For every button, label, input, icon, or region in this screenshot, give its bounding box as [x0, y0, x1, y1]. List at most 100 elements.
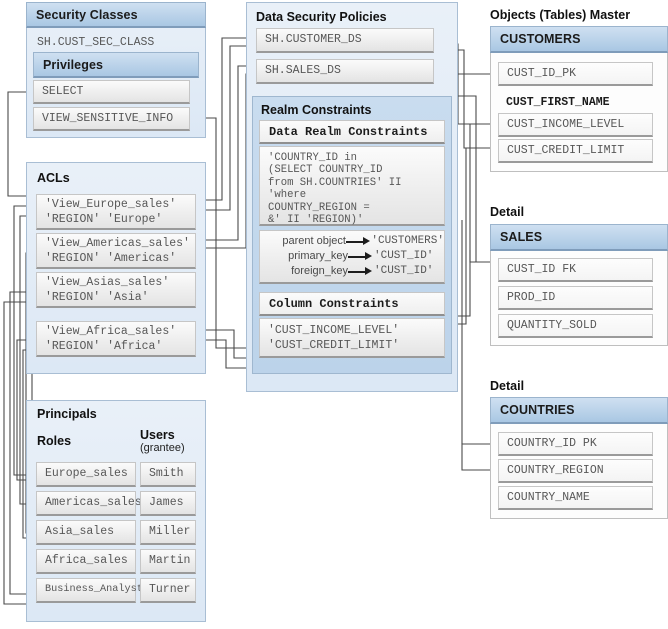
arrow-icon: [348, 266, 374, 277]
acl-item[interactable]: 'View_Asias_sales' 'REGION' 'Asia': [36, 272, 196, 308]
security-class-name: SH.CUST_SEC_CLASS: [37, 36, 155, 49]
acl-name: 'View_Europe_sales': [45, 197, 177, 211]
security-classes-header: Security Classes: [26, 2, 206, 28]
user-label: James: [149, 496, 184, 509]
principal-user[interactable]: Martin: [140, 549, 196, 574]
principal-role[interactable]: Business_Analyst: [36, 578, 143, 603]
sales-detail-label: Detail: [490, 205, 525, 219]
mapping-value: 'CUST_ID': [374, 265, 434, 277]
acl-name: 'View_Asias_sales': [45, 275, 170, 289]
acls-header: ACLs: [37, 171, 70, 185]
principal-user[interactable]: Turner: [140, 578, 196, 603]
sales-column[interactable]: CUST_ID FK: [498, 258, 653, 282]
principal-user[interactable]: Smith: [140, 462, 196, 487]
column-label: CUST_ID_PK: [507, 66, 577, 80]
sales-column[interactable]: QUANTITY_SOLD: [498, 314, 653, 338]
countries-column[interactable]: COUNTRY_REGION: [498, 459, 653, 483]
column-label: COUNTRY_ID PK: [507, 436, 597, 450]
users-column-subheader: (grantee): [140, 442, 185, 454]
mapping-row: foreign_key 'CUST_ID': [260, 264, 444, 279]
role-label: Europe_sales: [45, 467, 128, 480]
customers-column-first-name[interactable]: CUST_FIRST_NAME: [506, 96, 610, 109]
sales-table-header: SALES: [490, 224, 668, 251]
countries-column[interactable]: COUNTRY_ID PK: [498, 432, 653, 456]
roles-column-header: Roles: [37, 434, 72, 448]
data-security-policies-header: Data Security Policies: [256, 10, 387, 24]
constraint-column: 'CUST_INCOME_LEVEL': [268, 323, 400, 337]
sql-line: from SH.COUNTRIES' II: [268, 176, 402, 189]
mapping-label: parent object: [282, 235, 346, 247]
sql-line: COUNTRY_REGION =: [268, 201, 370, 214]
column-label: CUST_ID FK: [507, 262, 577, 276]
realm-constraints-header: Realm Constraints: [261, 103, 372, 117]
customers-column[interactable]: CUST_CREDIT_LIMIT: [498, 139, 653, 163]
sql-line: 'COUNTRY_ID in: [268, 152, 358, 164]
role-label: Asia_sales: [45, 525, 115, 538]
customers-table-header: CUSTOMERS: [490, 26, 668, 53]
column-constraints-header: Column Constraints: [259, 292, 445, 316]
mapping-label: foreign_key: [291, 265, 348, 277]
acl-item[interactable]: 'View_Americas_sales' 'REGION' 'Americas…: [36, 233, 196, 269]
column-label: PROD_ID: [507, 290, 556, 304]
principal-role[interactable]: Europe_sales: [36, 462, 136, 487]
user-label: Turner: [149, 583, 191, 596]
mapping-row: parent object 'CUSTOMERS': [260, 234, 444, 249]
arrow-icon: [348, 251, 374, 262]
policy-item[interactable]: SH.CUSTOMER_DS: [256, 28, 434, 53]
data-realm-constraints-header: Data Realm Constraints: [259, 120, 445, 144]
mapping-row: primary_key 'CUST_ID': [260, 249, 444, 264]
principal-role[interactable]: Asia_sales: [36, 520, 136, 545]
sql-line: 'where: [268, 189, 307, 202]
objects-master-label: Objects (Tables) Master: [490, 8, 631, 22]
acl-attribute: 'REGION' 'Europe': [45, 212, 163, 226]
principal-user[interactable]: James: [140, 491, 196, 516]
acl-item[interactable]: 'View_Europe_sales' 'REGION' 'Europe': [36, 194, 196, 230]
user-label: Miller: [149, 525, 191, 538]
data-realm-sql-box[interactable]: 'COUNTRY_ID in (SELECT COUNTRY_ID from S…: [259, 146, 445, 226]
customers-column[interactable]: CUST_ID_PK: [498, 62, 653, 86]
privilege-view-sensitive-info[interactable]: VIEW_SENSITIVE_INFO: [33, 107, 190, 131]
principal-role[interactable]: Americas_sales: [36, 491, 142, 516]
customers-column[interactable]: CUST_INCOME_LEVEL: [498, 113, 653, 137]
column-label: CUST_CREDIT_LIMIT: [507, 143, 625, 157]
sql-line: &' II 'REGION)': [268, 214, 364, 227]
role-label: Africa_sales: [45, 554, 128, 567]
policy-item[interactable]: SH.SALES_DS: [256, 59, 434, 84]
policy-label: SH.SALES_DS: [265, 64, 341, 77]
column-label: QUANTITY_SOLD: [507, 318, 597, 332]
principal-role[interactable]: Africa_sales: [36, 549, 136, 574]
acl-attribute: 'REGION' 'Africa': [45, 339, 163, 353]
user-label: Smith: [149, 467, 184, 480]
countries-table-header: COUNTRIES: [490, 397, 668, 424]
users-column-header: Users: [140, 428, 175, 442]
role-label: Business_Analyst: [45, 584, 143, 595]
column-constraints-box[interactable]: 'CUST_INCOME_LEVEL' 'CUST_CREDIT_LIMIT': [259, 318, 445, 358]
principals-header: Principals: [37, 407, 97, 421]
countries-column[interactable]: COUNTRY_NAME: [498, 486, 653, 510]
acl-item[interactable]: 'View_Africa_sales' 'REGION' 'Africa': [36, 321, 196, 357]
sales-column[interactable]: PROD_ID: [498, 286, 653, 310]
privileges-header: Privileges: [33, 52, 199, 78]
arrow-icon: [345, 236, 371, 247]
mapping-value: 'CUST_ID': [374, 250, 434, 262]
acl-attribute: 'REGION' 'Asia': [45, 290, 149, 304]
privilege-select[interactable]: SELECT: [33, 80, 190, 104]
acl-name: 'View_Americas_sales': [45, 236, 190, 250]
privilege-label: VIEW_SENSITIVE_INFO: [42, 111, 174, 125]
privilege-label: SELECT: [42, 84, 84, 98]
realm-key-mappings-box[interactable]: parent object 'CUSTOMERS' primary_key 'C…: [259, 230, 445, 284]
policy-label: SH.CUSTOMER_DS: [265, 33, 362, 46]
column-label: CUST_INCOME_LEVEL: [507, 117, 625, 131]
column-label: COUNTRY_NAME: [507, 490, 590, 504]
principal-user[interactable]: Miller: [140, 520, 196, 545]
acl-name: 'View_Africa_sales': [45, 324, 177, 338]
countries-detail-label: Detail: [490, 379, 525, 393]
user-label: Martin: [149, 554, 191, 567]
sql-line: (SELECT COUNTRY_ID: [268, 164, 383, 177]
acl-attribute: 'REGION' 'Americas': [45, 251, 177, 265]
constraint-column: 'CUST_CREDIT_LIMIT': [268, 338, 400, 352]
mapping-value: 'CUSTOMERS': [371, 235, 444, 247]
column-label: COUNTRY_REGION: [507, 463, 604, 477]
role-label: Americas_sales: [45, 496, 142, 509]
